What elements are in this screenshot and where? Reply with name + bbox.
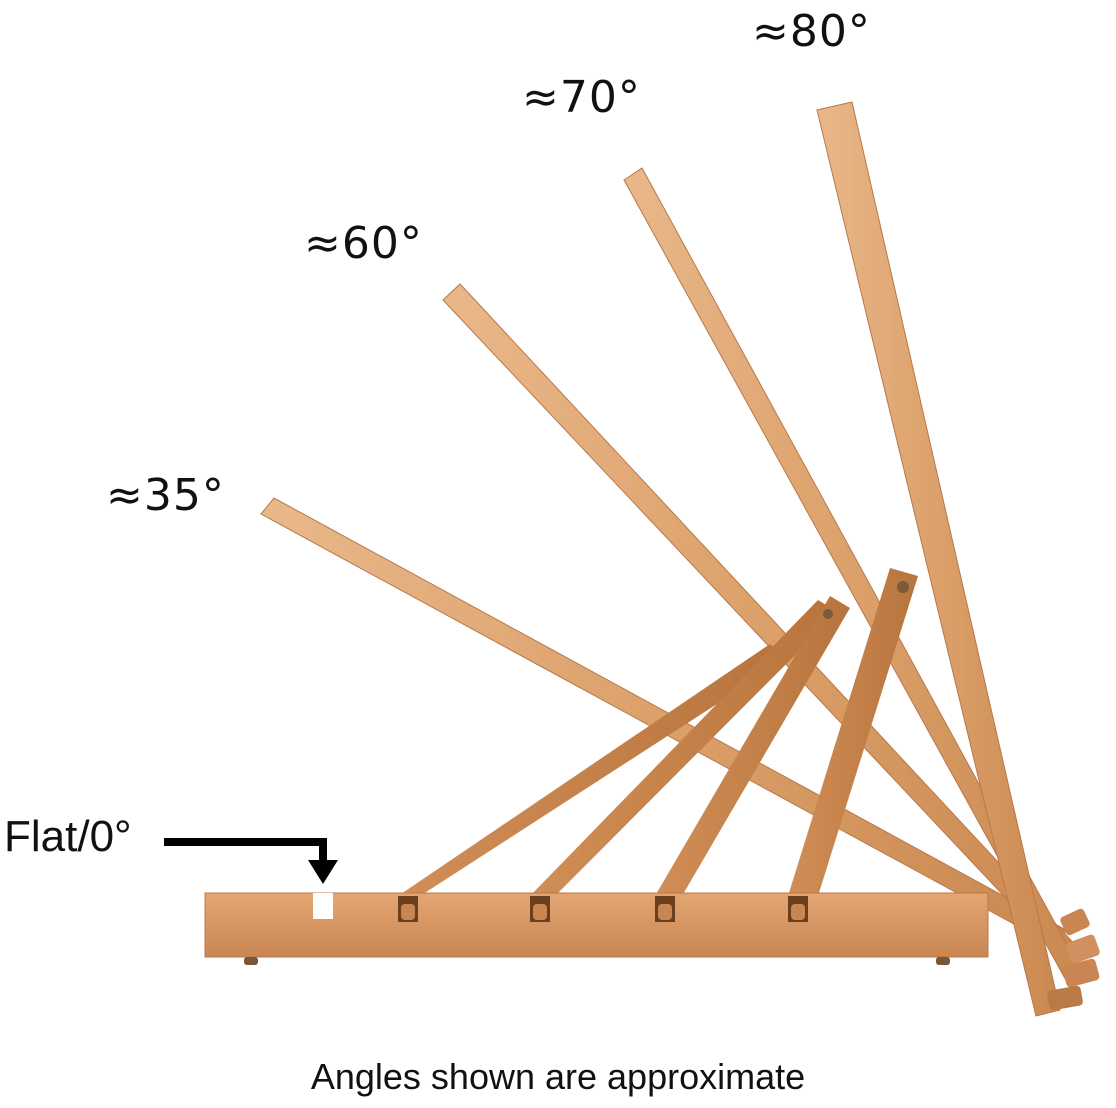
hinge-block-4 bbox=[1047, 985, 1083, 1011]
base-peg-1 bbox=[401, 904, 415, 920]
base-notch-flat bbox=[313, 893, 333, 919]
caption: Angles shown are approximate bbox=[310, 1056, 806, 1097]
flat-arrow-head bbox=[308, 860, 338, 884]
strut-slot-1 bbox=[398, 644, 785, 896]
base-peg-3 bbox=[658, 904, 672, 920]
hinge-block-1 bbox=[1060, 908, 1090, 936]
strut-slot-4 bbox=[788, 568, 918, 896]
hinge-block-2 bbox=[1066, 934, 1100, 964]
base-foot-left bbox=[244, 957, 258, 965]
angle-label-60: ≈60° bbox=[304, 218, 423, 269]
strut-screw-1 bbox=[823, 609, 833, 619]
base-foot-right bbox=[936, 957, 950, 965]
mast-80deg bbox=[816, 101, 1061, 1017]
strut-slot-3 bbox=[655, 596, 850, 896]
strut-slot-2 bbox=[530, 600, 838, 896]
angle-label-flat: Flat/0° bbox=[4, 812, 132, 861]
flat-arrow bbox=[164, 838, 327, 866]
base-rail bbox=[204, 892, 989, 958]
angle-label-70: ≈70° bbox=[522, 72, 641, 123]
angle-label-80: ≈80° bbox=[752, 6, 871, 57]
base-peg-2 bbox=[533, 904, 547, 920]
angle-label-35: ≈35° bbox=[106, 470, 225, 521]
base-peg-4 bbox=[791, 904, 805, 920]
hinge-block-3 bbox=[1062, 958, 1100, 988]
strut-screw-2 bbox=[897, 581, 909, 593]
